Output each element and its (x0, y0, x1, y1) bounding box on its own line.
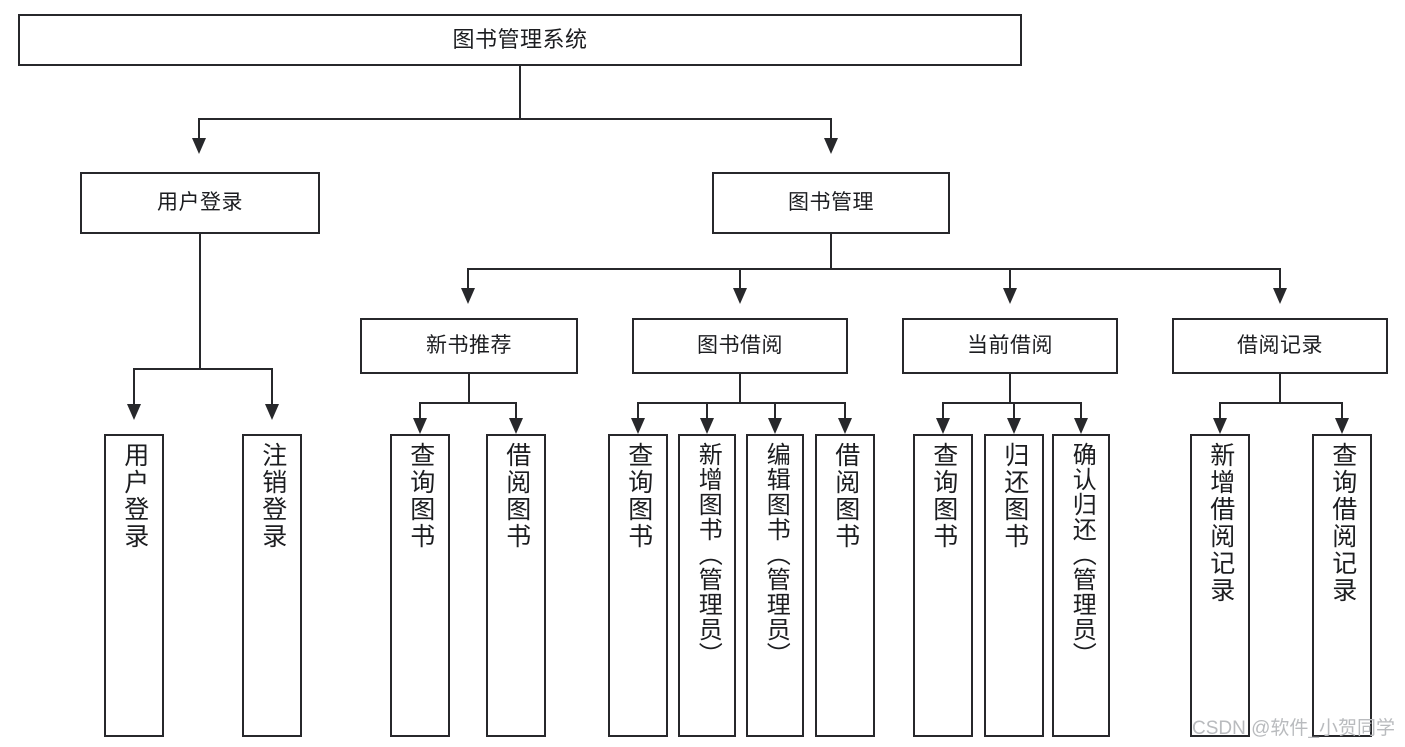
arrow-to-bb-leaf-2 (700, 418, 714, 434)
node-label: 查询图书 (406, 442, 435, 550)
node-label: 查询图书 (624, 442, 653, 550)
node-label: 注销登录 (258, 442, 287, 550)
connector-user-login-stem (199, 234, 201, 370)
arrow-to-bb-leaf-1 (631, 418, 645, 434)
leaf-edit-book-admin[interactable]: 编辑图书（管理员） (746, 434, 804, 737)
connector-cb-drop-2 (1013, 402, 1015, 420)
connector-book-management-bar (467, 268, 1279, 270)
arrow-to-br-leaf-2 (1335, 418, 1349, 434)
leaf-query-book-recommend[interactable]: 查询图书 (390, 434, 450, 737)
arrow-to-cb-leaf-1 (936, 418, 950, 434)
connector-root-drop-right (830, 118, 832, 140)
arrow-to-cb-leaf-2 (1007, 418, 1021, 434)
connector-nbr-stem (468, 374, 470, 404)
leaf-confirm-return-admin[interactable]: 确认归还（管理员） (1052, 434, 1110, 737)
node-user-login[interactable]: 用户登录 (80, 172, 320, 234)
leaf-borrow-book-recommend[interactable]: 借阅图书 (486, 434, 546, 737)
node-label: 新增图书（管理员） (694, 442, 722, 667)
connector-nbr-drop-1 (419, 402, 421, 420)
connector-bb-stem (739, 374, 741, 404)
connector-bb-drop-3 (774, 402, 776, 420)
connector-root-stem (519, 66, 521, 118)
arrow-to-cb-leaf-3 (1074, 418, 1088, 434)
node-book-management[interactable]: 图书管理 (712, 172, 950, 234)
arrow-to-book-borrow (733, 288, 747, 304)
csdn-watermark: CSDN @软件_小贺同学 (1192, 718, 1395, 739)
arrow-to-book-management (824, 138, 838, 154)
arrow-to-user-login (192, 138, 206, 154)
connector-bm-drop-1 (467, 268, 469, 290)
node-label: 确认归还（管理员） (1068, 442, 1096, 667)
connector-nbr-drop-2 (515, 402, 517, 420)
leaf-user-login[interactable]: 用户登录 (104, 434, 164, 737)
connector-br-stem (1279, 374, 1281, 404)
node-root-book-management-system[interactable]: 图书管理系统 (18, 14, 1022, 66)
connector-bb-bar (637, 402, 845, 404)
connector-user-login-bar (133, 368, 271, 370)
connector-bm-drop-2 (739, 268, 741, 290)
arrow-to-user-login-leaf (127, 404, 141, 420)
connector-bm-drop-3 (1009, 268, 1011, 290)
leaf-query-borrow-record[interactable]: 查询借阅记录 (1312, 434, 1372, 737)
arrow-to-bb-leaf-3 (768, 418, 782, 434)
connector-br-drop-1 (1219, 402, 1221, 420)
node-book-borrow[interactable]: 图书借阅 (632, 318, 848, 374)
connector-cb-stem (1009, 374, 1011, 404)
arrow-to-bb-leaf-4 (838, 418, 852, 434)
leaf-add-borrow-record[interactable]: 新增借阅记录 (1190, 434, 1250, 737)
node-label: 借阅图书 (831, 442, 860, 550)
node-label: 图书管理 (788, 190, 874, 214)
leaf-query-book-borrow[interactable]: 查询图书 (608, 434, 668, 737)
connector-user-login-drop-2 (271, 368, 273, 406)
node-label: 新增借阅记录 (1206, 442, 1235, 604)
connector-user-login-drop-1 (133, 368, 135, 406)
arrow-to-logout-leaf (265, 404, 279, 420)
node-label: 归还图书 (1000, 442, 1029, 550)
connector-br-bar (1219, 402, 1343, 404)
node-new-book-recommend[interactable]: 新书推荐 (360, 318, 578, 374)
connector-cb-drop-3 (1080, 402, 1082, 420)
connector-bb-drop-1 (637, 402, 639, 420)
connector-br-drop-2 (1341, 402, 1343, 420)
node-label: 新书推荐 (426, 333, 512, 357)
connector-bb-drop-2 (706, 402, 708, 420)
connector-root-drop-left (198, 118, 200, 140)
connector-bb-drop-4 (844, 402, 846, 420)
node-label: 当前借阅 (967, 333, 1053, 357)
node-label: 借阅记录 (1237, 333, 1323, 357)
arrow-to-nbr-leaf-1 (413, 418, 427, 434)
leaf-borrow-book[interactable]: 借阅图书 (815, 434, 875, 737)
connector-root-bar (198, 118, 832, 120)
connector-nbr-bar (419, 402, 517, 404)
leaf-add-book-admin[interactable]: 新增图书（管理员） (678, 434, 736, 737)
node-label: 图书借阅 (697, 333, 783, 357)
node-label: 图书管理系统 (452, 27, 588, 53)
node-label: 用户登录 (157, 190, 243, 214)
arrow-to-new-book-recommend (461, 288, 475, 304)
node-label: 借阅图书 (502, 442, 531, 550)
node-label: 查询借阅记录 (1328, 442, 1357, 604)
connector-cb-bar (942, 402, 1080, 404)
arrow-to-current-borrow (1003, 288, 1017, 304)
connector-book-management-stem (830, 234, 832, 270)
node-label: 用户登录 (120, 442, 149, 550)
connector-cb-drop-1 (942, 402, 944, 420)
arrow-to-nbr-leaf-2 (509, 418, 523, 434)
node-borrow-record[interactable]: 借阅记录 (1172, 318, 1388, 374)
connector-bm-drop-4 (1279, 268, 1281, 290)
leaf-logout[interactable]: 注销登录 (242, 434, 302, 737)
arrow-to-br-leaf-1 (1213, 418, 1227, 434)
node-label: 编辑图书（管理员） (762, 442, 790, 667)
node-current-borrow[interactable]: 当前借阅 (902, 318, 1118, 374)
arrow-to-borrow-record (1273, 288, 1287, 304)
node-label: 查询图书 (929, 442, 958, 550)
leaf-query-book-current[interactable]: 查询图书 (913, 434, 973, 737)
leaf-return-book[interactable]: 归还图书 (984, 434, 1044, 737)
